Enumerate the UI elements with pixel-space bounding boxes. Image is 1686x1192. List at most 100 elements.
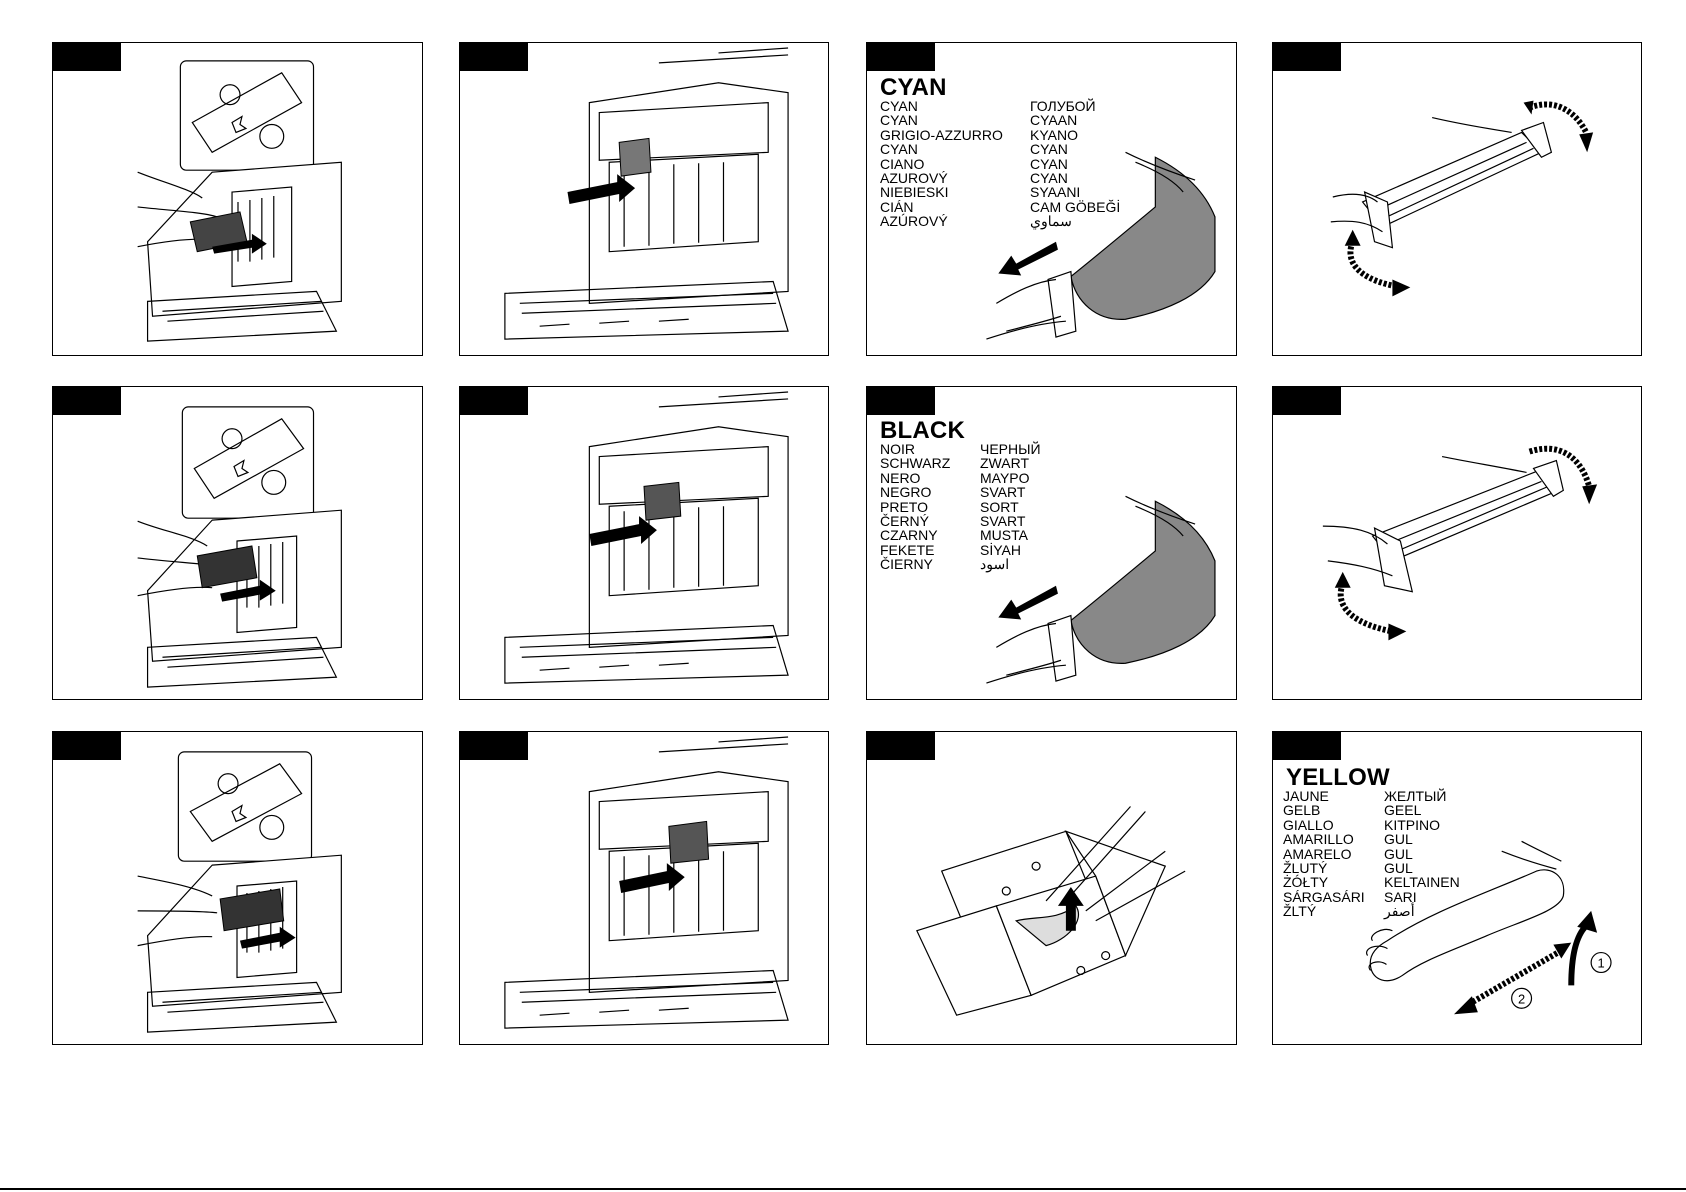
language-label: MUSTA: [980, 527, 1028, 544]
language-label: ΚΙΤΡΙΝΟ: [1384, 816, 1441, 833]
language-label: ŻÓŁTY: [1283, 874, 1329, 891]
language-label: سماوي: [1030, 213, 1072, 230]
step-panel-4: [1272, 42, 1642, 356]
shake-arrow-icon: [1273, 43, 1641, 355]
language-label: ГОЛУБОЙ: [1030, 98, 1096, 114]
step-panel-10: [459, 731, 829, 1045]
language-label: NERO: [880, 469, 921, 486]
language-label: SCHWARZ: [880, 455, 951, 472]
black-language-list-1: NOIR SCHWARZ NERO NEGRO PRETO ČERNÝ CZAR…: [880, 442, 950, 572]
language-label: SVART: [980, 484, 1026, 501]
yellow-language-list-1: JAUNE GELB GIALLO AMARILLO AMARELO ŽLUTÝ…: [1283, 789, 1365, 919]
language-label: أصفر: [1384, 903, 1415, 920]
step-panel-11: [866, 731, 1237, 1045]
cyan-title: CYAN: [880, 74, 947, 101]
page-bottom-rule: [0, 1188, 1686, 1190]
step-panel-3-cyan-label: CYAN CYAN CYAN GRIGIO-AZZURRO CYAN CIANO…: [866, 42, 1237, 356]
language-label: GELB: [1283, 802, 1321, 819]
remove-bag-arrow-icon: [867, 387, 1236, 699]
language-label: CYAAN: [1030, 112, 1078, 129]
printer-open-front-icon: [53, 43, 422, 355]
step-panel-7-black-label: BLACK NOIR SCHWARZ NERO NEGRO PRETO ČERN…: [866, 386, 1237, 700]
shake-arrow-icon: [1273, 387, 1641, 699]
language-label: GUL: [1384, 845, 1413, 862]
language-label: JAUNE: [1283, 788, 1329, 804]
step-2-marker: 2: [1518, 991, 1525, 1006]
cyan-language-list-2: ГОЛУБОЙ CYAAN KYANO CYAN CYAN CYAN SYAAN…: [1030, 99, 1120, 229]
language-label: SARI: [1384, 888, 1417, 905]
printer-open-front-icon: [53, 732, 422, 1044]
language-label: GRIGIO-AZZURRO: [880, 126, 1003, 143]
language-label: CYAN: [880, 98, 918, 114]
language-label: ČERNÝ: [880, 512, 930, 529]
step-panel-1: [52, 42, 423, 356]
language-label: GEEL: [1384, 802, 1422, 819]
language-label: SÁRGASÁRI: [1283, 888, 1365, 905]
language-label: KYANO: [1030, 126, 1078, 143]
language-label: CZARNY: [880, 527, 938, 544]
language-label: CYAN: [1030, 169, 1068, 186]
language-label: NIEBIESKI: [880, 184, 949, 201]
step-number-tab: [1273, 387, 1341, 415]
language-label: CIÁN: [880, 198, 914, 215]
step-number-tab: [867, 43, 935, 71]
language-label: ZWART: [980, 455, 1029, 472]
printer-open-front-icon: [460, 43, 828, 355]
language-label: CYAN: [880, 112, 918, 129]
language-label: GUL: [1384, 831, 1413, 848]
step-number-tab: [1273, 43, 1341, 71]
step-number-tab: [460, 732, 528, 760]
printer-open-front-icon: [53, 387, 422, 699]
hand-icon: 1 2: [1273, 732, 1641, 1044]
language-label: FEKETE: [880, 541, 935, 558]
language-label: ŽLTÝ: [1283, 903, 1317, 920]
step-panel-2: [459, 42, 829, 356]
step-number-tab: [53, 387, 121, 415]
language-label: CIANO: [880, 155, 925, 172]
language-label: CYAN: [880, 141, 918, 158]
yellow-language-list-2: ЖЕЛТЫЙ GEEL ΚΙΤΡΙΝΟ GUL GUL GUL KELTAINE…: [1384, 789, 1460, 919]
black-language-list-2: ЧЕРНЫЙ ZWART ΜΑΥΡΟ SVART SORT SVART MUST…: [980, 442, 1041, 572]
yellow-title: YELLOW: [1286, 764, 1390, 791]
language-label: AZÚROVÝ: [880, 213, 948, 230]
language-label: ŽLUTÝ: [1283, 859, 1328, 876]
language-label: SİYAH: [980, 541, 1021, 558]
printer-open-front-icon: [460, 387, 828, 699]
step-number-tab: [53, 43, 121, 71]
step-number-tab: [460, 43, 528, 71]
step-1-marker: 1: [1597, 955, 1604, 970]
step-number-tab: [867, 387, 935, 415]
language-label: AMARILLO: [1283, 831, 1354, 848]
step-number-tab: [867, 732, 935, 760]
language-label: GIALLO: [1283, 816, 1334, 833]
language-label: SORT: [980, 498, 1019, 515]
language-label: AZUROVÝ: [880, 169, 948, 186]
language-label: اسود: [980, 556, 1010, 573]
language-label: CAM GÖBEĞİ: [1030, 198, 1121, 215]
language-label: ЧЕРНЫЙ: [980, 441, 1041, 457]
step-panel-9: [52, 731, 423, 1045]
step-panel-12-yellow-label: YELLOW JAUNE GELB GIALLO AMARILLO AMAREL…: [1272, 731, 1642, 1045]
black-title: BLACK: [880, 417, 965, 444]
language-label: PRETO: [880, 498, 928, 515]
language-label: ΜΑΥΡΟ: [980, 469, 1030, 486]
language-label: NEGRO: [880, 484, 932, 501]
language-label: ЖЕЛТЫЙ: [1384, 788, 1447, 804]
remove-bag-arrow-icon: [867, 43, 1236, 355]
language-label: SVART: [980, 512, 1026, 529]
cyan-language-list-1: CYAN CYAN GRIGIO-AZZURRO CYAN CIANO AZUR…: [880, 99, 1003, 229]
step-number-tab: [53, 732, 121, 760]
language-label: AMARELO: [1283, 845, 1352, 862]
language-label: GUL: [1384, 859, 1413, 876]
printer-open-front-icon: [460, 732, 828, 1044]
language-label: SYAANI: [1030, 184, 1081, 201]
language-label: CYAN: [1030, 155, 1068, 172]
language-label: CYAN: [1030, 141, 1068, 158]
step-panel-6: [459, 386, 829, 700]
box-open-icon: [867, 732, 1236, 1044]
language-label: KELTAINEN: [1384, 874, 1460, 891]
step-number-tab: [1273, 732, 1341, 760]
step-number-tab: [460, 387, 528, 415]
step-panel-5: [52, 386, 423, 700]
step-panel-8: [1272, 386, 1642, 700]
